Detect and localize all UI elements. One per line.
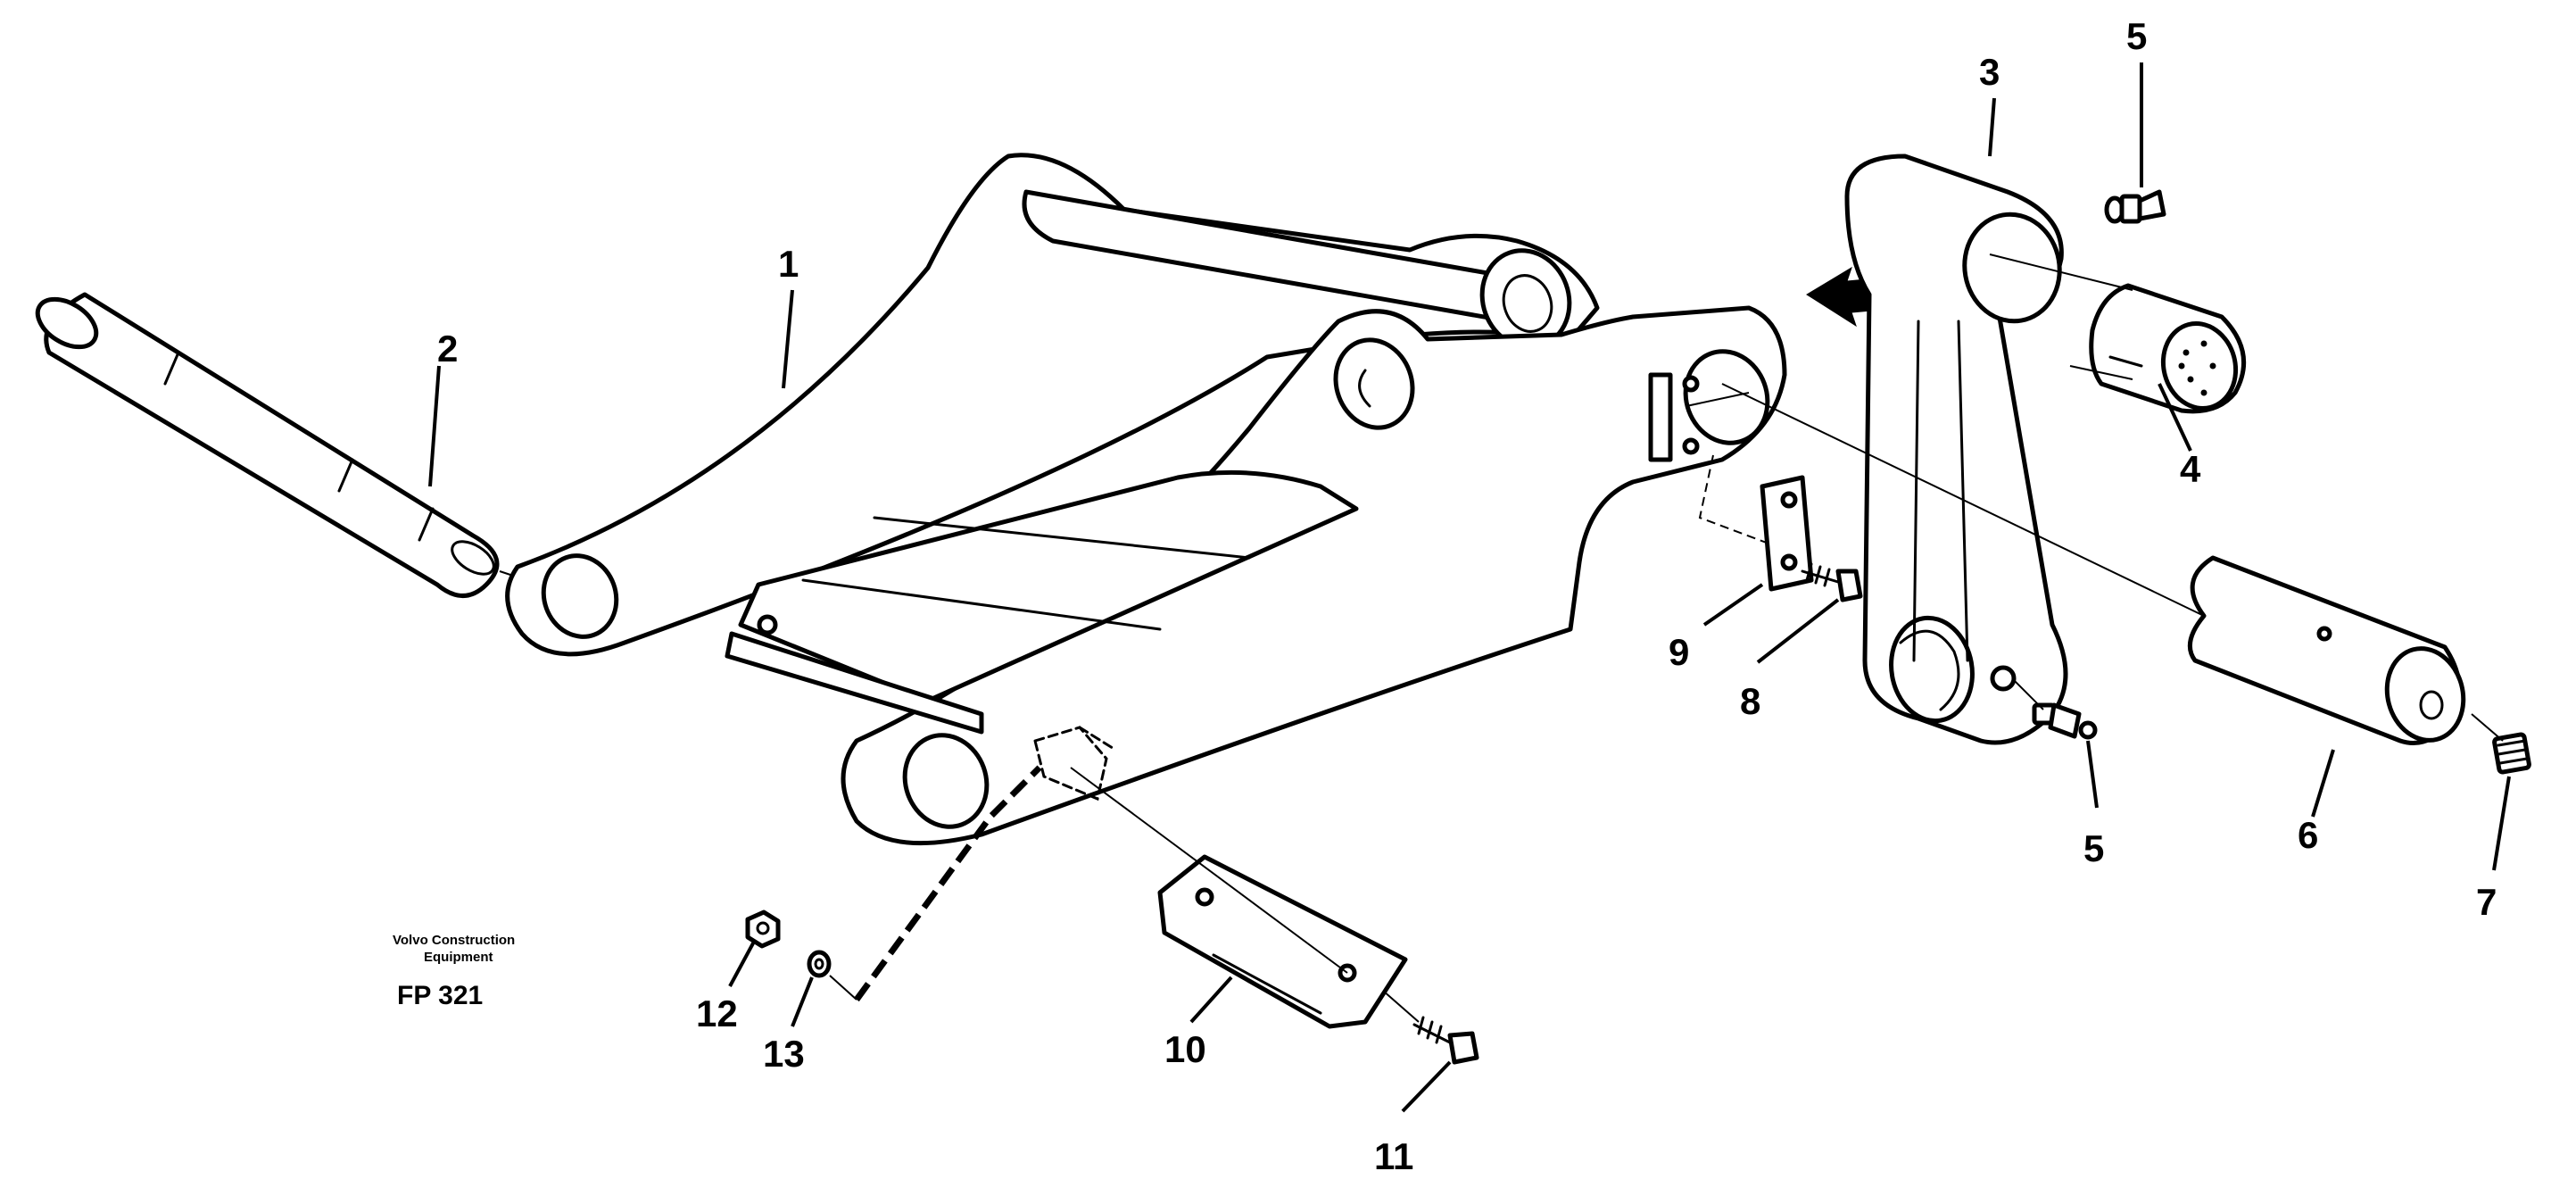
callout-3: 3 xyxy=(1979,51,2000,93)
screw-part-11 xyxy=(1412,1016,1479,1065)
caption-figure-code: FP 321 xyxy=(397,981,483,1010)
caption-company-line2: Equipment xyxy=(424,950,493,965)
nut-part-12 xyxy=(745,909,781,949)
callout-13: 13 xyxy=(763,1033,805,1075)
plate-part-9 xyxy=(1760,475,1814,592)
pin-part-2 xyxy=(35,292,500,598)
set-screw-part-7 xyxy=(2492,732,2531,775)
bracket-part-1 xyxy=(505,153,1787,846)
callout-1: 1 xyxy=(778,243,799,285)
bolt-part-8 xyxy=(1801,562,1863,602)
callout-4: 4 xyxy=(2180,448,2201,490)
washer-part-13 xyxy=(807,950,832,978)
grease-nipple-part-5-upper xyxy=(2104,189,2166,224)
callout-11: 11 xyxy=(1374,1135,1413,1177)
callout-7: 7 xyxy=(2476,881,2497,923)
callout-9: 9 xyxy=(1669,631,1689,673)
link-arm-part-3 xyxy=(1844,154,2068,745)
clip-part-10 xyxy=(1157,854,1408,1029)
caption-company-line1: Volvo Construction xyxy=(393,933,515,948)
callout-5-lower: 5 xyxy=(2083,827,2104,869)
callout-5-upper: 5 xyxy=(2126,15,2147,57)
callout-2: 2 xyxy=(437,328,458,370)
callout-12: 12 xyxy=(696,993,738,1034)
pin-part-6 xyxy=(2187,555,2466,745)
leader-lines xyxy=(428,62,2511,1113)
callout-8: 8 xyxy=(1740,680,1760,722)
alignment-lines xyxy=(829,253,2504,1023)
bushing-part-4 xyxy=(2089,283,2247,414)
callout-6: 6 xyxy=(2298,814,2318,856)
callout-10: 10 xyxy=(1164,1028,1206,1070)
grease-nipple-part-5-lower xyxy=(2032,702,2098,740)
